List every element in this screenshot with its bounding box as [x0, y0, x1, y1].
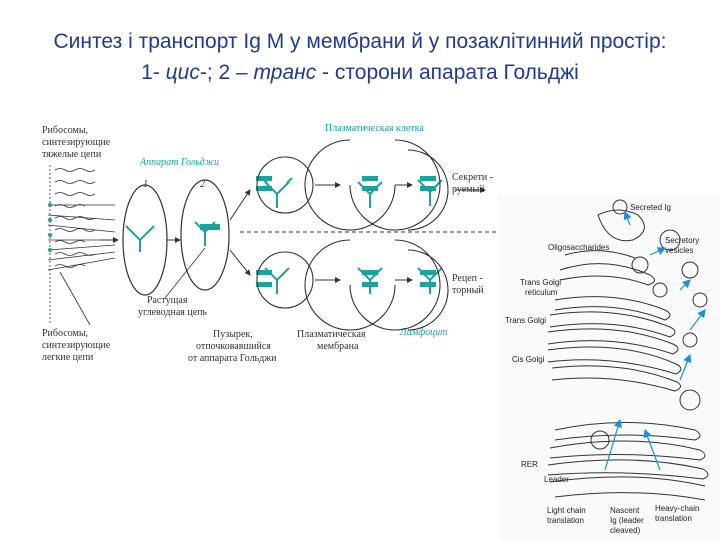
light-ribosomes-label-3: легкие цепи: [42, 352, 94, 363]
antibody-shapes: [125, 177, 443, 294]
trans-number: 2: [200, 179, 205, 190]
ribosome-dots: [48, 203, 52, 252]
glycan-label-2: углеводная цепь: [138, 307, 208, 318]
membrane-label-1: Плазматическая: [297, 329, 366, 340]
vesicles: [256, 139, 449, 331]
light-ribosomes-label-1: Рибосомы,: [42, 328, 88, 339]
vesicle-label-1: Пузырек,: [213, 329, 253, 340]
secreted-label-1: Секрети -: [452, 172, 493, 183]
golgi-cis-cisterna: [122, 184, 168, 296]
slide-title: Синтез і транспорт Ig M у мембрани й у п…: [20, 26, 700, 88]
vesicle-label-3: от аппарата Гольджи: [188, 353, 277, 364]
heavy-ribosomes-label-2: синтезирующие: [42, 137, 111, 148]
title-mid: -; 2 –: [199, 61, 254, 84]
heavy-ribosomes-label-1: Рибосомы,: [42, 125, 88, 136]
lymphocyte-label: Лимфоцит: [399, 327, 447, 338]
flow-arrows: [100, 182, 486, 283]
golgi-label: Аппарат Гольджи: [139, 157, 219, 168]
title-suffix: - сторони апарата Гольджі: [316, 61, 579, 84]
membrane-label-2: мембрана: [317, 341, 359, 352]
glycan-label-1: Растущая: [147, 295, 188, 306]
glycan-blocks: [200, 176, 436, 287]
ribosome-strands: [47, 165, 116, 325]
title-trans: транс: [253, 61, 317, 84]
light-pointer: [59, 271, 91, 326]
title-line-3: 1- цис-; 2 – транс - сторони апарата Гол…: [20, 57, 700, 88]
golgi-trans-cisterna: [180, 179, 230, 291]
light-ribosomes-label-2: синтезирующие: [42, 340, 111, 351]
title-prefix: 1-: [141, 61, 166, 84]
title-cis: цис: [165, 61, 200, 84]
plasma-cell-label: Плазматическая клетка: [325, 123, 424, 134]
receptor-label-2: торный: [452, 285, 484, 296]
receptor-label-1: Рецеп -: [452, 273, 483, 284]
title-line-1: Синтез і транспорт Ig M у мембрани й у п…: [53, 30, 667, 53]
heavy-ribosomes-label-3: тяжелые цепи: [42, 149, 102, 160]
glycan-pointer: [164, 247, 206, 299]
vesicle-label-2: отпочковавшийся: [196, 341, 271, 352]
